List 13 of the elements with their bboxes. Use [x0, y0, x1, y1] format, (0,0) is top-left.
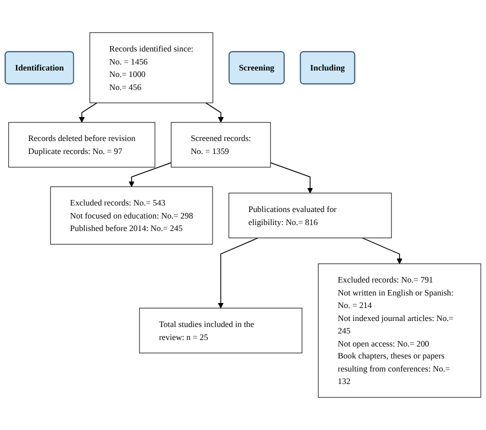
- node-box: Publications evaluated for eligibility: No.= 816: [228, 192, 392, 238]
- node-box: Excluded records: No.= 791 Not written in English or Spanish: No. = 214 Not indexed journal articles: No.= 245 Not open access: No.= 200 Book chapters, theses or papers resulting from conferences: No.= 132: [318, 263, 482, 398]
- arrow: [270, 162, 313, 194]
- arrow: [205, 102, 224, 123]
- arrow: [362, 238, 402, 264]
- node-box: Records deleted before revision Duplicate records: No. = 97: [8, 122, 156, 168]
- arrow: [218, 238, 258, 308]
- node-box: Records identified since: No. = 1456 No.= 1000 No.= 456: [89, 32, 214, 104]
- node-box: Screened records: No. = 1359: [170, 122, 271, 168]
- node-box: Excluded records: No.= 543 Not focused on education: No.= 298 Published before 2014: No.= 245: [50, 186, 213, 245]
- node-box: Total studies included in the review: n = 25: [139, 308, 302, 354]
- arrow: [78, 102, 98, 123]
- arrow: [128, 162, 172, 187]
